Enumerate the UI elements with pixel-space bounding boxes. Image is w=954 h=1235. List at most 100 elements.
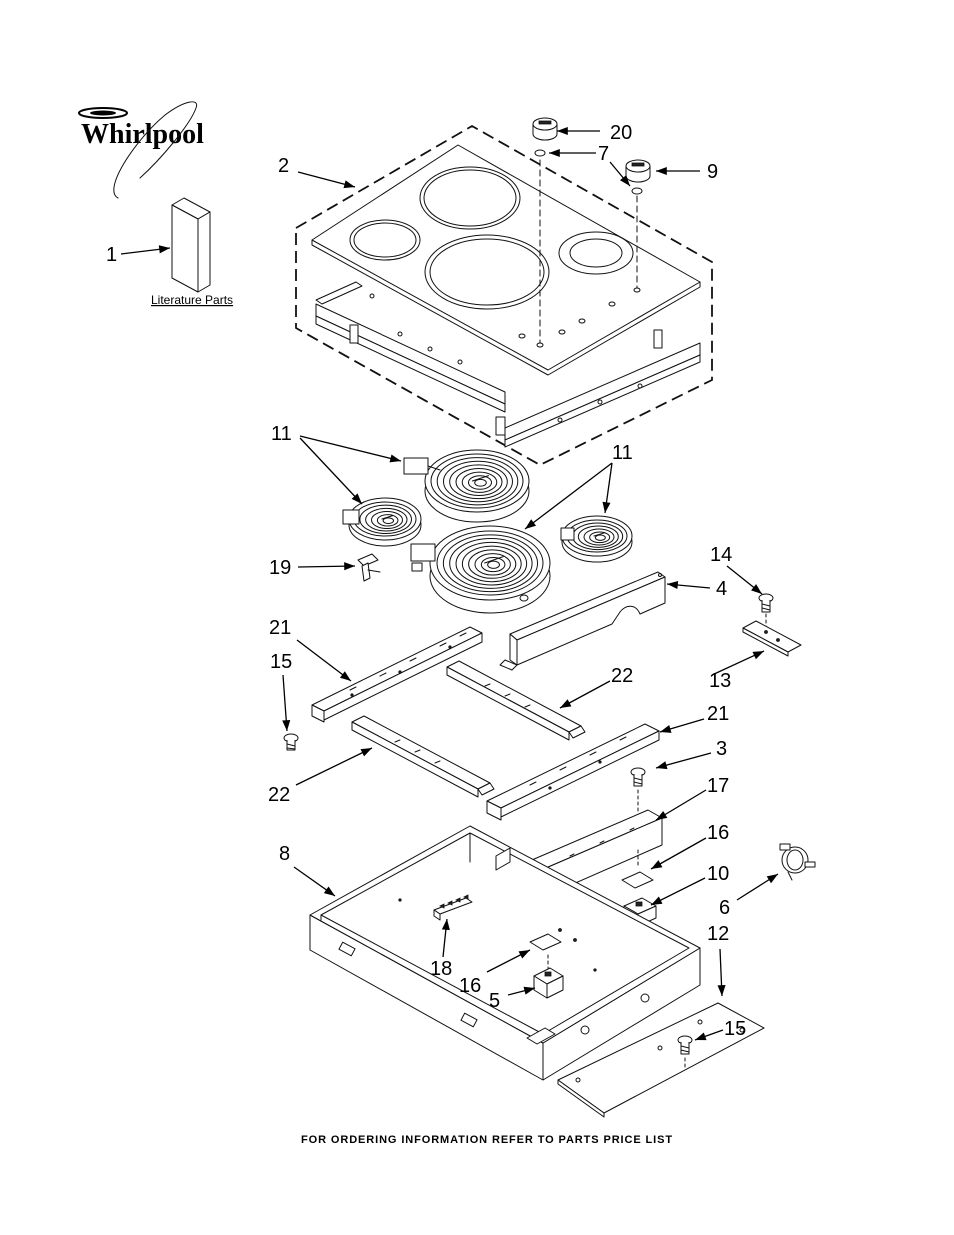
arrow-12 — [717, 948, 726, 997]
part-cooktop-assembly — [295, 124, 713, 467]
part-strip-13 — [742, 620, 802, 657]
arrow-15-right — [694, 1029, 724, 1041]
part-bracket-4 — [499, 571, 666, 671]
callout-2: 2 — [278, 155, 289, 177]
arrow-19 — [297, 562, 356, 571]
callout-7: 7 — [598, 143, 609, 165]
arrow-18 — [441, 918, 450, 958]
coil-ring — [461, 545, 522, 583]
callout-15-right: 15 — [724, 1018, 746, 1040]
part-rail-22-upper — [446, 660, 586, 741]
callout-8: 8 — [279, 843, 290, 865]
part-washer-9 — [631, 187, 643, 195]
arrow-10 — [650, 877, 706, 906]
callout-12: 12 — [707, 923, 729, 945]
coil-terminal — [593, 532, 605, 537]
arrow-7-to-9-washer — [609, 161, 631, 187]
callout-22-lower: 22 — [268, 784, 290, 806]
part-insulator-16-lower — [529, 933, 562, 951]
part-knob-20 — [532, 117, 558, 141]
coil-ring — [594, 534, 606, 541]
callout-17: 17 — [707, 775, 729, 797]
part-switch-5 — [533, 954, 564, 999]
coil-ring — [461, 471, 498, 493]
callout-9: 9 — [707, 161, 718, 183]
arrow-1 — [120, 245, 171, 255]
callout-21-upper: 21 — [269, 617, 291, 639]
callout-3: 3 — [716, 738, 727, 760]
logo-swirl — [78, 107, 128, 119]
callout-13: 13 — [709, 670, 731, 692]
part-screw-15-right — [677, 1035, 693, 1071]
ordering-footer: FOR ORDERING INFORMATION REFER TO PARTS … — [301, 1134, 673, 1146]
part-element-right-small — [560, 515, 633, 563]
part-rail-21-lower — [486, 723, 660, 821]
coil-ring — [449, 538, 533, 589]
arrow-15-left — [282, 674, 291, 732]
coil-ring — [443, 460, 513, 503]
part-rail-21-upper — [311, 626, 483, 723]
coil-ring — [487, 560, 500, 569]
callout-15-left: 15 — [270, 651, 292, 673]
callout-21-lower: 21 — [707, 703, 729, 725]
coil-ring — [359, 504, 412, 535]
literature-parts-label: Literature Parts — [151, 293, 233, 307]
callout-20: 20 — [610, 122, 632, 144]
arrow-21-upper — [296, 639, 352, 682]
part-screw-3 — [630, 767, 646, 813]
callout-labels: 20 7 9 2 1 11 11 19 14 4 21 15 13 22 22 … — [106, 122, 746, 1040]
part-screw-14 — [758, 593, 774, 629]
glass-burner-rear — [419, 166, 521, 230]
assembly-dashed-outline — [295, 124, 713, 467]
callout-14: 14 — [710, 544, 732, 566]
callout-6: 6 — [719, 897, 730, 919]
logo-swoosh — [113, 101, 198, 199]
callout-16-lower: 16 — [459, 975, 481, 997]
arrow-11-left-a — [299, 435, 402, 463]
part-element-left-small — [342, 497, 422, 547]
coil-terminal — [381, 515, 394, 520]
part-thermostat-6 — [779, 843, 816, 881]
coil-ring — [474, 478, 487, 487]
callout-1: 1 — [106, 244, 117, 266]
coil-ring — [442, 534, 539, 593]
arrow-22-lower — [295, 747, 373, 786]
logo-swirl-inner — [90, 110, 116, 116]
arrow-16-upper — [650, 837, 707, 870]
callout-18: 18 — [430, 958, 452, 980]
coil-ring — [376, 514, 399, 527]
arrow-3 — [655, 752, 712, 770]
coil-ring — [436, 457, 519, 506]
part-screw-15-left — [283, 733, 299, 751]
callout-22-upper: 22 — [611, 665, 633, 687]
arrow-16-lower — [486, 949, 531, 973]
arrow-21-lower — [659, 718, 705, 733]
callout-16-upper: 16 — [707, 822, 729, 844]
coil-ring — [436, 530, 544, 596]
part-cover-plate-12 — [557, 1002, 765, 1118]
part-knob-9 — [625, 159, 651, 183]
callout-11-right: 11 — [612, 442, 633, 464]
coil-ring — [455, 468, 503, 496]
coil-ring — [583, 528, 615, 546]
part-washer-7 — [534, 149, 546, 157]
callout-arrows — [120, 126, 779, 1041]
part-rail-22-lower — [351, 715, 495, 798]
coil-ring — [430, 453, 524, 509]
arrow-5 — [507, 986, 536, 996]
coil-ring — [474, 553, 511, 576]
arrow-17 — [655, 789, 707, 821]
part-terminal-block-18 — [433, 894, 473, 921]
part-insulator-16-upper — [621, 871, 654, 889]
arrow-11-right-b — [602, 462, 613, 514]
part-literature-book — [171, 197, 211, 293]
coil-terminal — [484, 556, 504, 564]
coil-ring — [371, 511, 403, 529]
callout-4: 4 — [716, 578, 727, 600]
coil-ring — [480, 556, 506, 573]
arrow-11-left-b — [299, 437, 363, 505]
part-element-front-large — [410, 525, 551, 614]
coil-ring — [449, 464, 508, 500]
glass-burner-left — [349, 219, 421, 261]
